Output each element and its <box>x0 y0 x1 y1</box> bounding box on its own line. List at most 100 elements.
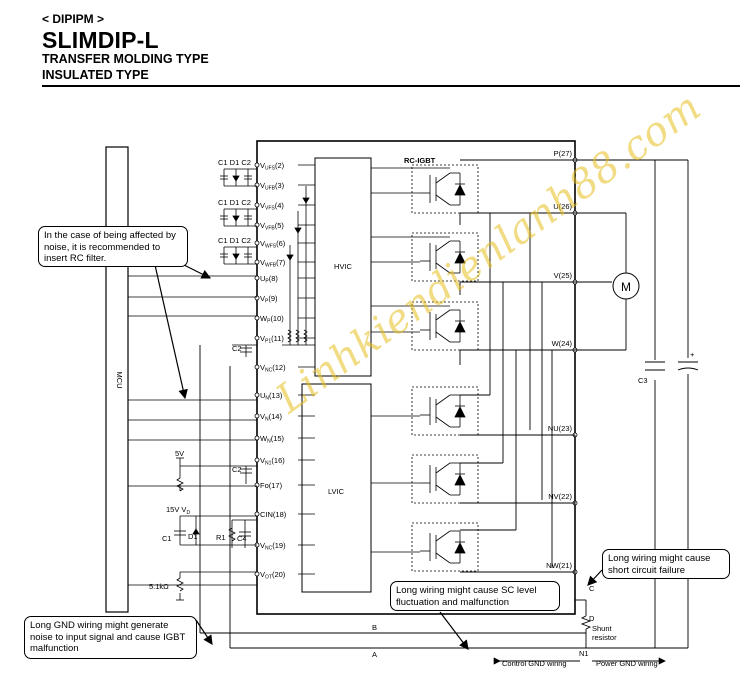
shunt-label-2: resistor <box>592 633 617 642</box>
pin-terminal <box>254 202 260 208</box>
node-a-label: A <box>372 650 377 659</box>
pin-terminal <box>254 413 260 419</box>
pin-main: U <box>260 274 265 283</box>
pin-terminal <box>254 364 260 370</box>
pin-nu: NU(23) <box>548 424 573 433</box>
pin-sub: N <box>267 439 271 445</box>
pin-vnc12: VNC(12) <box>260 363 286 374</box>
c2-label: C2 <box>241 158 251 167</box>
rc-igbt-6 <box>411 522 479 572</box>
pin-sub: WFS <box>265 244 277 250</box>
c2-label: C2 <box>241 198 251 207</box>
pin-fo: Fo(17) <box>260 481 283 490</box>
pin-up: UP(8) <box>260 274 278 285</box>
v5-label: 5V <box>175 449 184 458</box>
product-type-line-1: TRANSFER MOLDING TYPE <box>42 52 209 66</box>
pin-main: V <box>260 412 265 421</box>
c1-label: C1 <box>218 198 230 207</box>
r1-label: R1 <box>216 533 226 542</box>
product-type-line-2: INSULATED TYPE <box>42 68 149 82</box>
pin-vvfs: VVFS(4) <box>260 201 284 212</box>
pin-sub: VFB <box>265 226 275 232</box>
pin-sub: N <box>265 396 269 402</box>
pin-sub: OT <box>265 575 272 581</box>
c2-vp1-label: C2 <box>232 344 242 353</box>
bootstrap-group-3: C1 D1 C2 <box>218 236 257 265</box>
pin-sub: N1 <box>265 461 272 467</box>
shunt-label-1: Shunt <box>592 624 613 633</box>
pin-main: V <box>260 201 265 210</box>
node-d-label: D <box>589 614 595 623</box>
pin-num: (12) <box>272 363 286 372</box>
pin-main: V <box>260 541 265 550</box>
pin-main: V <box>260 258 265 267</box>
pin-terminal <box>254 335 260 341</box>
product-series: < DIPIPM > <box>42 12 105 26</box>
rc-igbt-4 <box>411 386 479 436</box>
pin-terminal <box>254 315 260 321</box>
node-n1-label: N1 <box>579 649 589 658</box>
pin-w: W(24) <box>552 339 573 348</box>
pin-vvfb: VVFB(5) <box>260 221 284 232</box>
pin-sub: NC <box>265 368 273 374</box>
module-outline <box>256 140 576 615</box>
c1-low-label: C1 <box>162 534 172 543</box>
node-b-label: B <box>372 623 377 632</box>
pin-main: V <box>260 239 265 248</box>
d1-low-label: D1 <box>188 532 198 541</box>
rc-igbt-1 <box>411 164 479 214</box>
v15-main: 15V V <box>166 505 186 514</box>
pin-terminal <box>254 275 260 281</box>
pin-vwfb: VWFB(7) <box>260 258 286 269</box>
pin-main: CIN <box>260 510 273 519</box>
pin-num: (3) <box>275 181 285 190</box>
pin-cin: CIN(18) <box>260 510 287 519</box>
pin-terminal <box>254 162 260 168</box>
mcu-signal-lines <box>128 275 257 487</box>
c2-fo-label: C2 <box>232 465 242 474</box>
left-pin-group: VUFS(2)VUFB(3)VVFS(4)VVFB(5)VWFS(6)VWFB(… <box>254 161 315 581</box>
pin-vufb: VUFB(3) <box>260 181 285 192</box>
bootstrap-group-2: C1 D1 C2 <box>218 198 257 227</box>
pin-sub: P <box>265 299 269 305</box>
lvic-label: LVIC <box>328 487 345 496</box>
pin-vp1: VP1(11) <box>260 334 284 345</box>
low-side-components <box>128 344 257 601</box>
bootstrap-group-label: C1 D1 C2 <box>218 236 251 245</box>
product-title: SLIMDIP-L <box>42 27 159 53</box>
pin-sub: P <box>267 319 271 325</box>
pin-num: (18) <box>273 510 287 519</box>
c1-label: C1 <box>218 236 230 245</box>
hvic-label: HVIC <box>334 262 353 271</box>
pin-sub: NC <box>265 546 273 552</box>
rc-igbt-3 <box>411 301 479 351</box>
rc-igbt-2 <box>411 232 479 282</box>
pin-num: (20) <box>272 570 286 579</box>
bootstrap-group-1: C1 D1 C2 <box>218 158 257 187</box>
pin-sub: P <box>265 279 269 285</box>
gate-drive-lines <box>371 167 450 553</box>
motor-symbol <box>612 272 640 300</box>
d1-label: D1 <box>230 158 242 167</box>
pin-nw: NW(21) <box>546 561 572 570</box>
d1-label: D1 <box>230 236 242 245</box>
pin-vn1: VN1(16) <box>260 456 285 467</box>
rc-igbt-switches <box>411 164 479 572</box>
pin-num: (7) <box>276 258 286 267</box>
pin-num: (9) <box>268 294 278 303</box>
external-power-circuit <box>574 159 699 649</box>
pin-main: V <box>260 363 265 372</box>
pin-p: P(27) <box>554 149 573 158</box>
c3-plus-label: + <box>690 350 695 359</box>
pin-un: UN(13) <box>260 391 283 402</box>
pin-vn: VN(14) <box>260 412 282 423</box>
short-circuit-note: Long wiring might cause short circuit fa… <box>602 549 730 579</box>
pin-num: (2) <box>275 161 285 170</box>
lvic-block <box>301 383 372 593</box>
node-c-label: C <box>589 584 595 593</box>
c1-label: C1 <box>218 158 230 167</box>
c4-label: C4 <box>237 534 247 543</box>
pin-main: Fo <box>260 481 269 490</box>
hvic-block <box>314 157 372 377</box>
